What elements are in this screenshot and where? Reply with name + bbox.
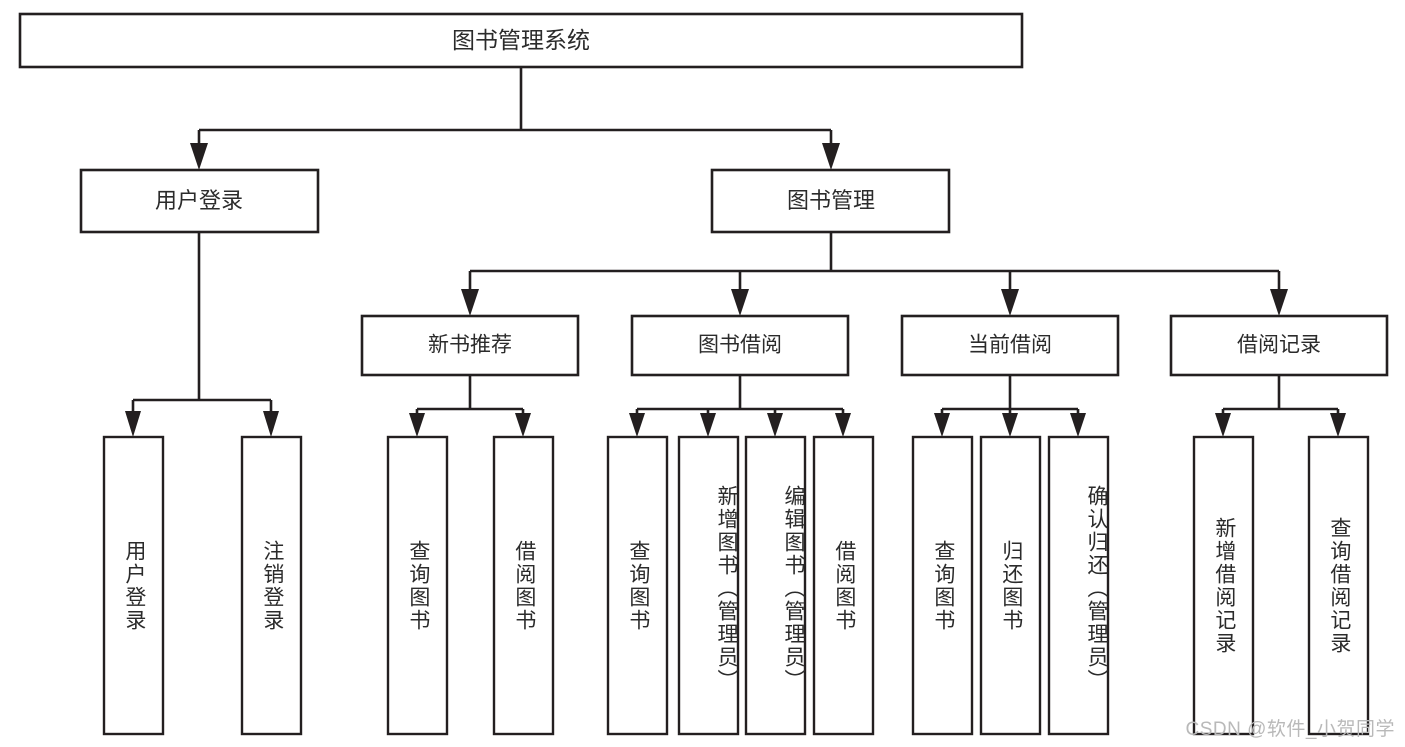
node-leaf-borrow-book-2-box[interactable] <box>812 435 875 736</box>
node-leaf-add-book-box[interactable] <box>677 435 740 736</box>
arrow-head-leaf-confirm-return <box>1070 413 1086 437</box>
arrow-head-borrow-record <box>1270 289 1288 316</box>
arrow-head-leaf-add-book <box>700 413 716 437</box>
arrow-head-leaf-borrow-book-1 <box>515 413 531 437</box>
node-leaf-confirm-return-box[interactable] <box>1047 435 1110 736</box>
arrow-head-book-management <box>822 143 840 170</box>
connector-borrowrecord-to-leaves <box>1215 375 1346 437</box>
node-book-management[interactable]: 图书管理 <box>710 168 951 234</box>
node-leaf-user-logout-box[interactable] <box>240 435 303 736</box>
node-user-login-box[interactable] <box>79 168 320 234</box>
node-current-borrow-box[interactable] <box>900 314 1120 377</box>
node-borrow-record[interactable]: 借阅记录 <box>1169 314 1389 377</box>
node-leaf-query-book-1-box[interactable] <box>386 435 449 736</box>
node-leaf-borrow-book-1-box[interactable] <box>492 435 555 736</box>
node-book-borrow-box[interactable] <box>630 314 850 377</box>
node-root[interactable]: 图书管理系统 <box>18 12 1024 69</box>
connector-currentborrow-to-leaves <box>934 375 1086 437</box>
arrow-head-leaf-edit-book <box>767 413 783 437</box>
arrow-head-user-login <box>190 143 208 170</box>
node-book-borrow[interactable]: 图书借阅 <box>630 314 850 377</box>
node-current-borrow[interactable]: 当前借阅 <box>900 314 1120 377</box>
arrow-head-leaf-user-logout <box>263 411 279 437</box>
node-leaf-query-book-2-box[interactable] <box>606 435 669 736</box>
node-book-management-box[interactable] <box>710 168 951 234</box>
arrow-head-leaf-query-record <box>1330 413 1346 437</box>
connector-bookmgmt-to-level3 <box>461 232 1288 316</box>
node-new-book-recommend-label: 新书推荐 <box>428 334 512 357</box>
node-book-borrow-label: 图书借阅 <box>698 334 782 357</box>
node-borrow-record-box[interactable] <box>1169 314 1389 377</box>
arrow-head-leaf-query-book-2 <box>629 413 645 437</box>
arrow-head-leaf-return-book <box>1002 413 1018 437</box>
arrow-head-book-borrow <box>731 289 749 316</box>
node-new-book-recommend-box[interactable] <box>360 314 580 377</box>
arrow-head-leaf-query-book-3 <box>934 413 950 437</box>
connector-newbook-to-leaves <box>409 375 531 437</box>
node-leaf-add-record-box[interactable] <box>1192 435 1255 736</box>
connector-userlogin-to-leaves <box>125 232 279 437</box>
node-new-book-recommend[interactable]: 新书推荐 <box>360 314 580 377</box>
arrow-head-leaf-query-book-1 <box>409 413 425 437</box>
arrow-head-new-book-recommend <box>461 289 479 316</box>
node-root-box[interactable] <box>18 12 1024 69</box>
arrow-head-leaf-user-login <box>125 411 141 437</box>
arrow-head-leaf-add-record <box>1215 413 1231 437</box>
leaf-boxes <box>102 435 1370 736</box>
node-user-login[interactable]: 用户登录 <box>79 168 320 234</box>
arrow-head-leaf-borrow-book-2 <box>835 413 851 437</box>
node-leaf-user-login-box[interactable] <box>102 435 165 736</box>
node-leaf-return-book-box[interactable] <box>979 435 1042 736</box>
csdn-watermark: CSDN @软件_小贺同学 <box>1185 719 1395 740</box>
node-leaf-query-book-3-box[interactable] <box>911 435 974 736</box>
node-book-management-label: 图书管理 <box>787 188 875 213</box>
node-current-borrow-label: 当前借阅 <box>968 334 1052 357</box>
node-borrow-record-label: 借阅记录 <box>1237 334 1321 357</box>
node-root-label: 图书管理系统 <box>452 27 590 53</box>
node-leaf-query-record-box[interactable] <box>1307 435 1370 736</box>
connector-bookborrow-to-leaves <box>629 375 851 437</box>
node-leaf-edit-book-box[interactable] <box>744 435 807 736</box>
node-user-login-label: 用户登录 <box>155 188 243 213</box>
connector-root-to-level2 <box>190 67 840 170</box>
arrow-head-current-borrow <box>1001 289 1019 316</box>
